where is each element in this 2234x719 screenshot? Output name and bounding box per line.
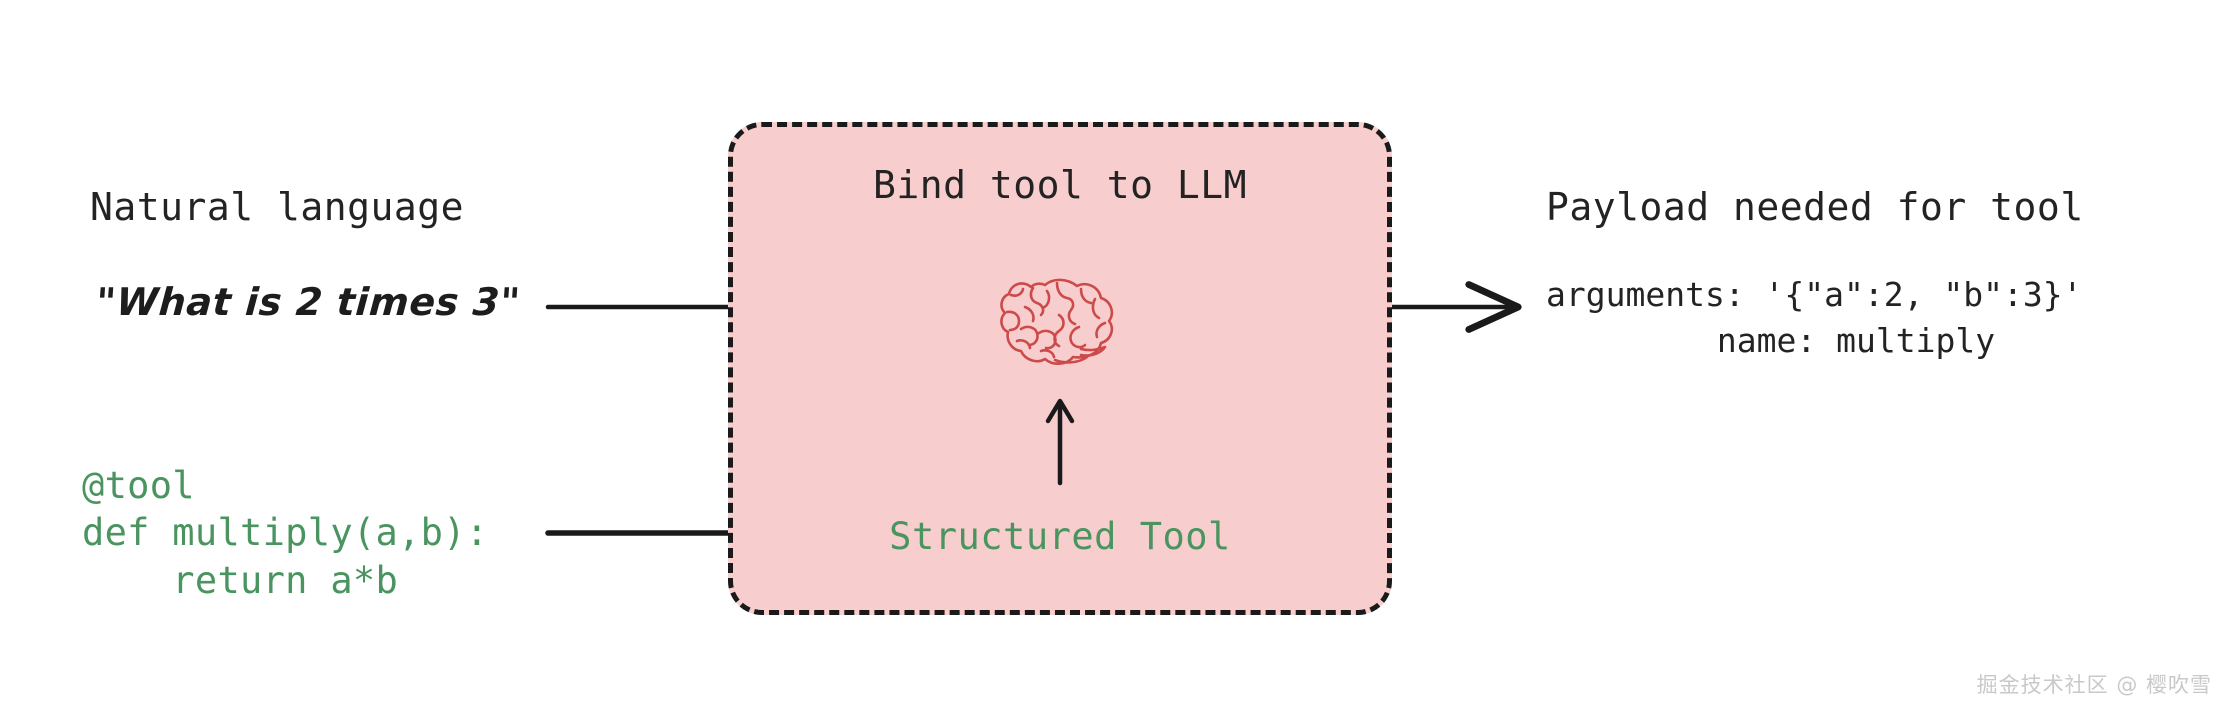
arrow-structured-tool-to-brain (1040, 395, 1080, 486)
brain-icon (995, 267, 1125, 377)
bind-tool-container: Bind tool to LLM (728, 122, 1392, 615)
section-title-payload: Payload needed for tool (1546, 185, 2084, 229)
section-title-bind-tool: Bind tool to LLM (872, 163, 1248, 207)
section-title-natural-language: Natural language (90, 185, 465, 229)
payload-arguments-line: arguments: '{"a":2, "b":3}' (1546, 275, 2083, 314)
structured-tool-label: Structured Tool (889, 515, 1231, 558)
watermark: 掘金技术社区 @ 樱吹雪 (1976, 673, 2212, 697)
payload-name-line: name: multiply (1716, 321, 1996, 360)
user-query-text: "What is 2 times 3" (94, 280, 522, 324)
tool-code-block: @tool def multiply(a,b): return a*b (82, 464, 489, 602)
